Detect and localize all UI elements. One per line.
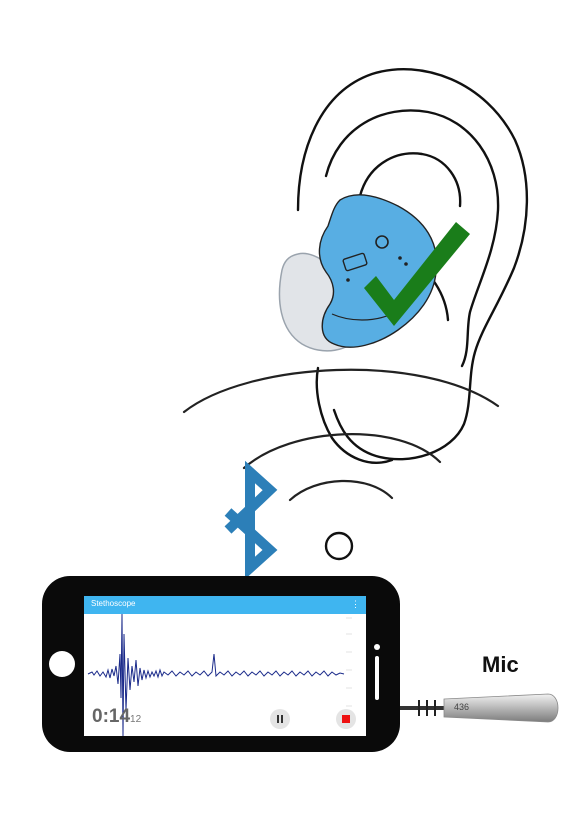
app-bar: Stethoscope ⋮	[84, 596, 366, 614]
pause-icon	[277, 715, 279, 723]
phone-screen: Stethoscope ⋮ 0:1412	[84, 596, 366, 736]
app-title: Stethoscope	[91, 599, 136, 608]
timer-sub: 12	[130, 714, 142, 725]
check-icon	[364, 222, 470, 326]
pause-icon-bar	[281, 715, 283, 723]
waveform	[87, 614, 352, 736]
mic-plug-code: 436	[454, 702, 470, 712]
ear-outline	[296, 67, 529, 464]
pause-button[interactable]	[270, 709, 290, 729]
timer-main: 0:14	[92, 706, 131, 727]
overflow-menu-icon[interactable]: ⋮	[351, 599, 360, 609]
stop-button[interactable]	[336, 709, 356, 729]
bluetooth-icon	[224, 460, 278, 580]
mic-plug	[400, 693, 559, 723]
mic-label: Mic	[482, 652, 519, 677]
recording-timer: 0:1412	[92, 706, 141, 728]
stop-icon	[342, 715, 350, 723]
signal-source-icon	[324, 531, 354, 561]
signal-arcs	[182, 368, 500, 502]
